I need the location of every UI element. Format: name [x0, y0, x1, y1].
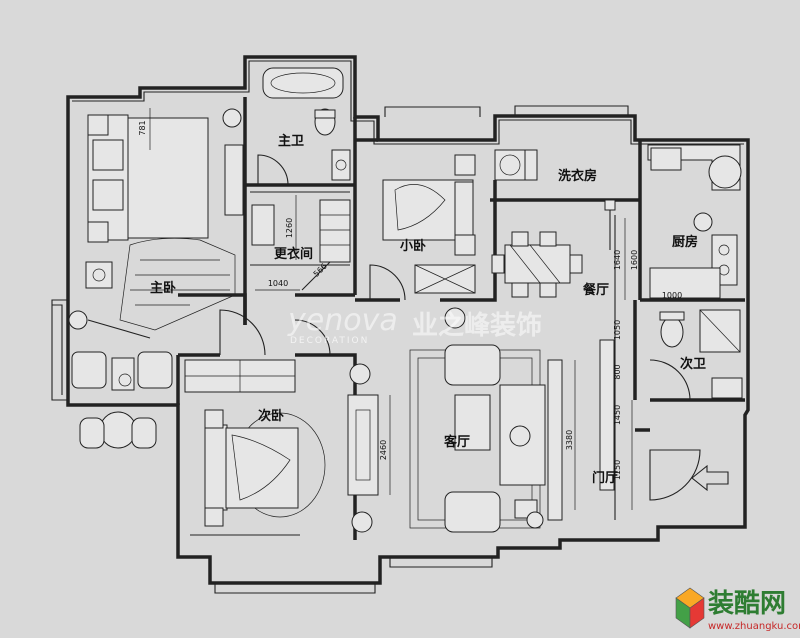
dim-1640: 1640 — [613, 250, 622, 270]
dim-1000: 1000 — [662, 291, 682, 300]
master-bath-fixtures — [251, 67, 351, 263]
dim-800: 800 — [613, 364, 622, 379]
label-dining: 餐厅 — [582, 282, 609, 298]
outer-walls — [51, 55, 750, 594]
dim-1040: 1040 — [268, 279, 288, 288]
doors — [219, 154, 701, 501]
dim-1150: 1150 — [613, 460, 622, 480]
label-foyer: 门厅 — [592, 470, 618, 486]
label-master-bath: 主卫 — [278, 133, 304, 149]
label-master-bedroom: 主卧 — [150, 280, 176, 296]
foyer-details — [599, 215, 729, 520]
site-logo: 装酷网 www.zhuangku.com — [675, 587, 800, 632]
second-bedroom-furniture — [184, 359, 326, 536]
dim-1600: 1600 — [630, 250, 639, 270]
label-second-bath: 次卫 — [680, 356, 706, 372]
dim-781: 781 — [138, 120, 147, 135]
logo-cube-icon — [675, 587, 705, 629]
room-labels: 主卧 主卫 更衣间 小卧 洗衣房 厨房 餐厅 次卫 次卧 客厅 门厅 — [150, 133, 706, 486]
dimension-lines — [149, 108, 633, 510]
second-bath-fixtures — [659, 309, 743, 399]
laundry-fixtures — [494, 149, 616, 211]
dim-2460: 2460 — [379, 440, 388, 460]
watermark-brand-cn: 业之峰装饰 — [412, 310, 542, 341]
logo-name: 装酷网 — [708, 589, 786, 619]
dim-566: 566 — [312, 262, 329, 279]
label-kitchen: 厨房 — [672, 234, 698, 250]
watermark-brand: yenova — [287, 303, 398, 338]
master-bedroom-furniture — [68, 108, 244, 449]
dim-1050: 1050 — [613, 320, 622, 340]
label-laundry: 洗衣房 — [558, 168, 597, 184]
label-living-room: 客厅 — [444, 434, 470, 450]
logo-url: www.zhuangku.com — [708, 621, 800, 632]
kitchen-fixtures — [647, 144, 742, 299]
dining-furniture — [491, 231, 583, 298]
small-bedroom-furniture — [382, 154, 476, 294]
watermark-sub: DECORATION — [290, 336, 369, 346]
dim-3380: 3380 — [565, 430, 574, 450]
label-walk-in-closet: 更衣间 — [274, 246, 313, 262]
watermark: yenova DECORATION 业之峰装饰 — [287, 303, 542, 346]
living-room-furniture — [347, 307, 563, 533]
label-second-bedroom: 次卧 — [258, 408, 284, 424]
dim-1450: 1450 — [613, 405, 622, 425]
dim-1260: 1260 — [285, 218, 294, 238]
label-small-bedroom: 小卧 — [400, 239, 426, 254]
